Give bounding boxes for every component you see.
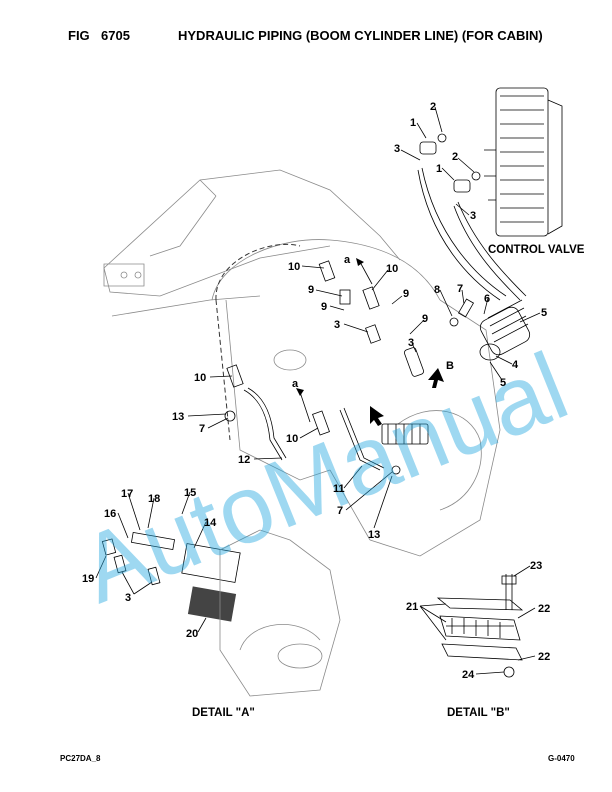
part-9: 9: [308, 284, 314, 296]
model-code: PC27DA_8: [60, 754, 101, 763]
part-23: 23: [530, 560, 542, 572]
marker-a: a: [344, 254, 351, 266]
part-2: 2: [430, 101, 436, 113]
part-17: 17: [121, 488, 133, 500]
figure-number: 6705: [101, 28, 130, 43]
part-10: 10: [386, 263, 398, 275]
part-7: 7: [337, 505, 343, 517]
part-20: 20: [186, 628, 198, 640]
detail-b-drawing: [436, 574, 524, 678]
pipes: [243, 387, 429, 471]
part-13: 13: [368, 529, 380, 541]
part-9: 9: [403, 288, 409, 300]
part-9: 9: [321, 301, 327, 313]
part-3: 3: [334, 319, 340, 331]
part-9: 9: [422, 313, 428, 325]
part-1: 1: [436, 163, 442, 175]
part-21: 21: [406, 601, 418, 613]
part-13: 13: [172, 411, 184, 423]
part-1: 1: [410, 117, 416, 129]
figure-label: FIG: [68, 28, 90, 43]
part-4: 4: [512, 359, 519, 371]
marker-b: B: [446, 360, 454, 372]
part-3: 3: [408, 337, 414, 349]
part-6: 6: [484, 293, 490, 305]
part-5: 5: [541, 307, 547, 319]
part-19: 19: [82, 573, 94, 585]
control-valve-drawing: [484, 87, 563, 237]
part-24: 24: [462, 669, 475, 681]
direction-arrows: [296, 258, 444, 426]
part-10: 10: [288, 261, 300, 273]
fittings: [224, 133, 481, 475]
part-15: 15: [184, 487, 196, 499]
part-22: 22: [538, 651, 550, 663]
control-valve-label: CONTROL VALVE: [488, 244, 585, 256]
detail-b-label: DETAIL "B": [447, 707, 510, 719]
part-11: 11: [333, 483, 345, 495]
part-7: 7: [199, 423, 205, 435]
part-10: 10: [286, 433, 298, 445]
part-18: 18: [148, 493, 160, 505]
swing-bracket-outline: [211, 239, 501, 557]
marker-a-lower: a: [292, 378, 299, 390]
leader-lines: [95, 106, 541, 675]
part-2: 2: [452, 151, 458, 163]
part-number-labels: 1 2 3 2 1 3 10 10 9 9 3 9 9 8 7 6 5 4 5 …: [82, 101, 550, 681]
part-10: 10: [194, 372, 206, 384]
part-3: 3: [394, 143, 400, 155]
detail-a-label: DETAIL "A": [192, 707, 255, 719]
detail-a-drawing: [101, 529, 341, 697]
part-14: 14: [204, 517, 217, 529]
page-code: G-0470: [548, 754, 575, 763]
hoses: [417, 167, 531, 361]
part-5: 5: [500, 377, 506, 389]
part-12: 12: [238, 454, 250, 466]
part-8: 8: [434, 284, 440, 296]
part-16: 16: [104, 508, 116, 520]
part-7: 7: [457, 283, 463, 295]
boom-outline: [103, 169, 401, 317]
figure-title: HYDRAULIC PIPING (BOOM CYLINDER LINE) (F…: [178, 28, 543, 43]
part-22: 22: [538, 603, 550, 615]
part-3: 3: [470, 210, 476, 222]
part-3: 3: [125, 592, 131, 604]
